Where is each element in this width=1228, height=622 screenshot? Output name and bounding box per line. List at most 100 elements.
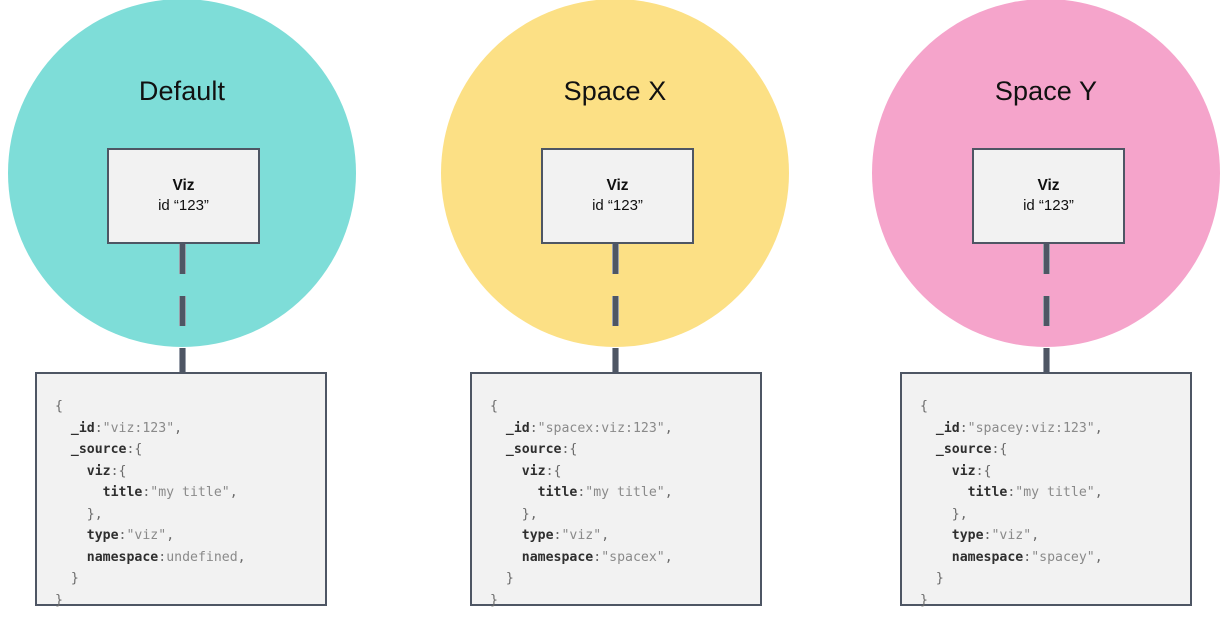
json-token: }: [490, 592, 498, 608]
json-line: _source:{: [55, 442, 142, 457]
json-token: ,: [664, 549, 673, 565]
json-token: :: [983, 528, 992, 543]
json-token: :: [561, 442, 570, 457]
json-token: {: [134, 442, 143, 457]
json-line: _source:{: [490, 442, 577, 457]
json-token: {: [553, 463, 562, 479]
viz-type-label: Viz: [1037, 177, 1060, 194]
json-token: ,: [229, 485, 238, 500]
json-token: title: [967, 485, 1008, 500]
json-token: type: [521, 528, 554, 543]
json-token: title: [537, 485, 578, 500]
json-token: },: [951, 506, 968, 522]
json-token: },: [86, 506, 103, 522]
json-token: viz: [951, 463, 976, 479]
connector-dash: [179, 244, 186, 274]
json-token: ,: [664, 485, 673, 500]
json-token: viz: [86, 463, 111, 479]
json-line: type:"viz",: [920, 528, 1039, 543]
json-token: "my title": [585, 485, 665, 500]
space-title: Default: [138, 76, 226, 106]
json-line: _id:"viz:123",: [55, 421, 182, 436]
connector-dash: [612, 296, 619, 326]
dashed-connector: [1043, 244, 1050, 372]
json-line: {: [55, 399, 63, 414]
json-line: title:"my title",: [55, 485, 238, 500]
json-token: :: [158, 549, 167, 565]
json-token: :: [577, 485, 586, 500]
json-token: ,: [664, 420, 673, 436]
connector-dash: [612, 348, 619, 372]
viz-id-label: id “123”: [158, 197, 209, 214]
json-line: },: [55, 507, 103, 522]
document-json-text: { _id:"spacex:viz:123", _source:{ viz:{ …: [490, 396, 760, 611]
json-line: type:"viz",: [55, 528, 174, 543]
json-token: ,: [1094, 420, 1103, 436]
json-token: _source: [505, 442, 562, 457]
json-token: ,: [1094, 485, 1103, 500]
json-line: type:"viz",: [490, 528, 609, 543]
json-token: namespace: [521, 549, 594, 565]
viz-type-label: Viz: [606, 177, 629, 194]
dashed-connector: [179, 244, 186, 372]
json-line: {: [490, 399, 498, 414]
json-token: "spacex:viz:123": [537, 420, 665, 436]
document-json-box: { _id:"viz:123", _source:{ viz:{ title:"…: [35, 372, 327, 608]
json-line: {: [920, 399, 928, 414]
viz-node-box: Viz id “123”: [972, 148, 1125, 244]
json-token: :: [1023, 549, 1032, 565]
dashed-connector: [612, 244, 619, 372]
json-token: :: [1007, 485, 1016, 500]
connector-dash: [179, 296, 186, 326]
viz-id-label: id “123”: [1023, 197, 1074, 214]
json-token: :: [118, 528, 127, 543]
json-token: },: [521, 506, 538, 522]
json-token: type: [86, 528, 119, 543]
json-line: _id:"spacex:viz:123",: [490, 421, 673, 436]
json-token: namespace: [86, 549, 159, 565]
document-json-box: { _id:"spacex:viz:123", _source:{ viz:{ …: [470, 372, 762, 608]
json-token: {: [920, 399, 928, 414]
json-line: }: [55, 593, 63, 608]
json-token: "my title": [1015, 485, 1095, 500]
viz-node-box: Viz id “123”: [107, 148, 260, 244]
json-token: }: [505, 571, 514, 586]
json-token: "my title": [150, 485, 230, 500]
json-token: "viz": [126, 528, 167, 543]
json-token: :: [126, 442, 135, 457]
json-token: namespace: [951, 549, 1024, 565]
json-token: }: [920, 592, 928, 608]
json-line: }: [490, 571, 514, 586]
json-token: undefined: [166, 549, 238, 565]
json-line: _id:"spacey:viz:123",: [920, 421, 1103, 436]
json-token: :: [975, 463, 984, 479]
json-line: title:"my title",: [490, 485, 673, 500]
connector-dash: [1043, 296, 1050, 326]
viz-node-box: Viz id “123”: [541, 148, 694, 244]
viz-type-label: Viz: [172, 177, 195, 194]
document-json-text: { _id:"viz:123", _source:{ viz:{ title:"…: [55, 396, 325, 611]
json-token: {: [983, 463, 992, 479]
json-token: ,: [601, 528, 610, 543]
json-token: }: [55, 592, 63, 608]
json-token: ,: [1094, 549, 1103, 565]
json-token: :: [553, 528, 562, 543]
json-token: ,: [1031, 528, 1040, 543]
document-json-text: { _id:"spacey:viz:123", _source:{ viz:{ …: [920, 396, 1190, 611]
viz-id-label: id “123”: [592, 197, 643, 214]
json-line: }: [55, 571, 79, 586]
json-token: title: [102, 485, 143, 500]
json-line: viz:{: [490, 464, 562, 479]
json-token: :: [94, 420, 103, 436]
json-token: {: [490, 399, 498, 414]
json-token: _source: [935, 442, 992, 457]
json-token: viz: [521, 463, 546, 479]
connector-dash: [179, 348, 186, 372]
json-token: _id: [505, 420, 530, 436]
json-token: "spacex": [601, 549, 665, 565]
json-line: }: [490, 593, 498, 608]
json-line: _source:{: [920, 442, 1007, 457]
